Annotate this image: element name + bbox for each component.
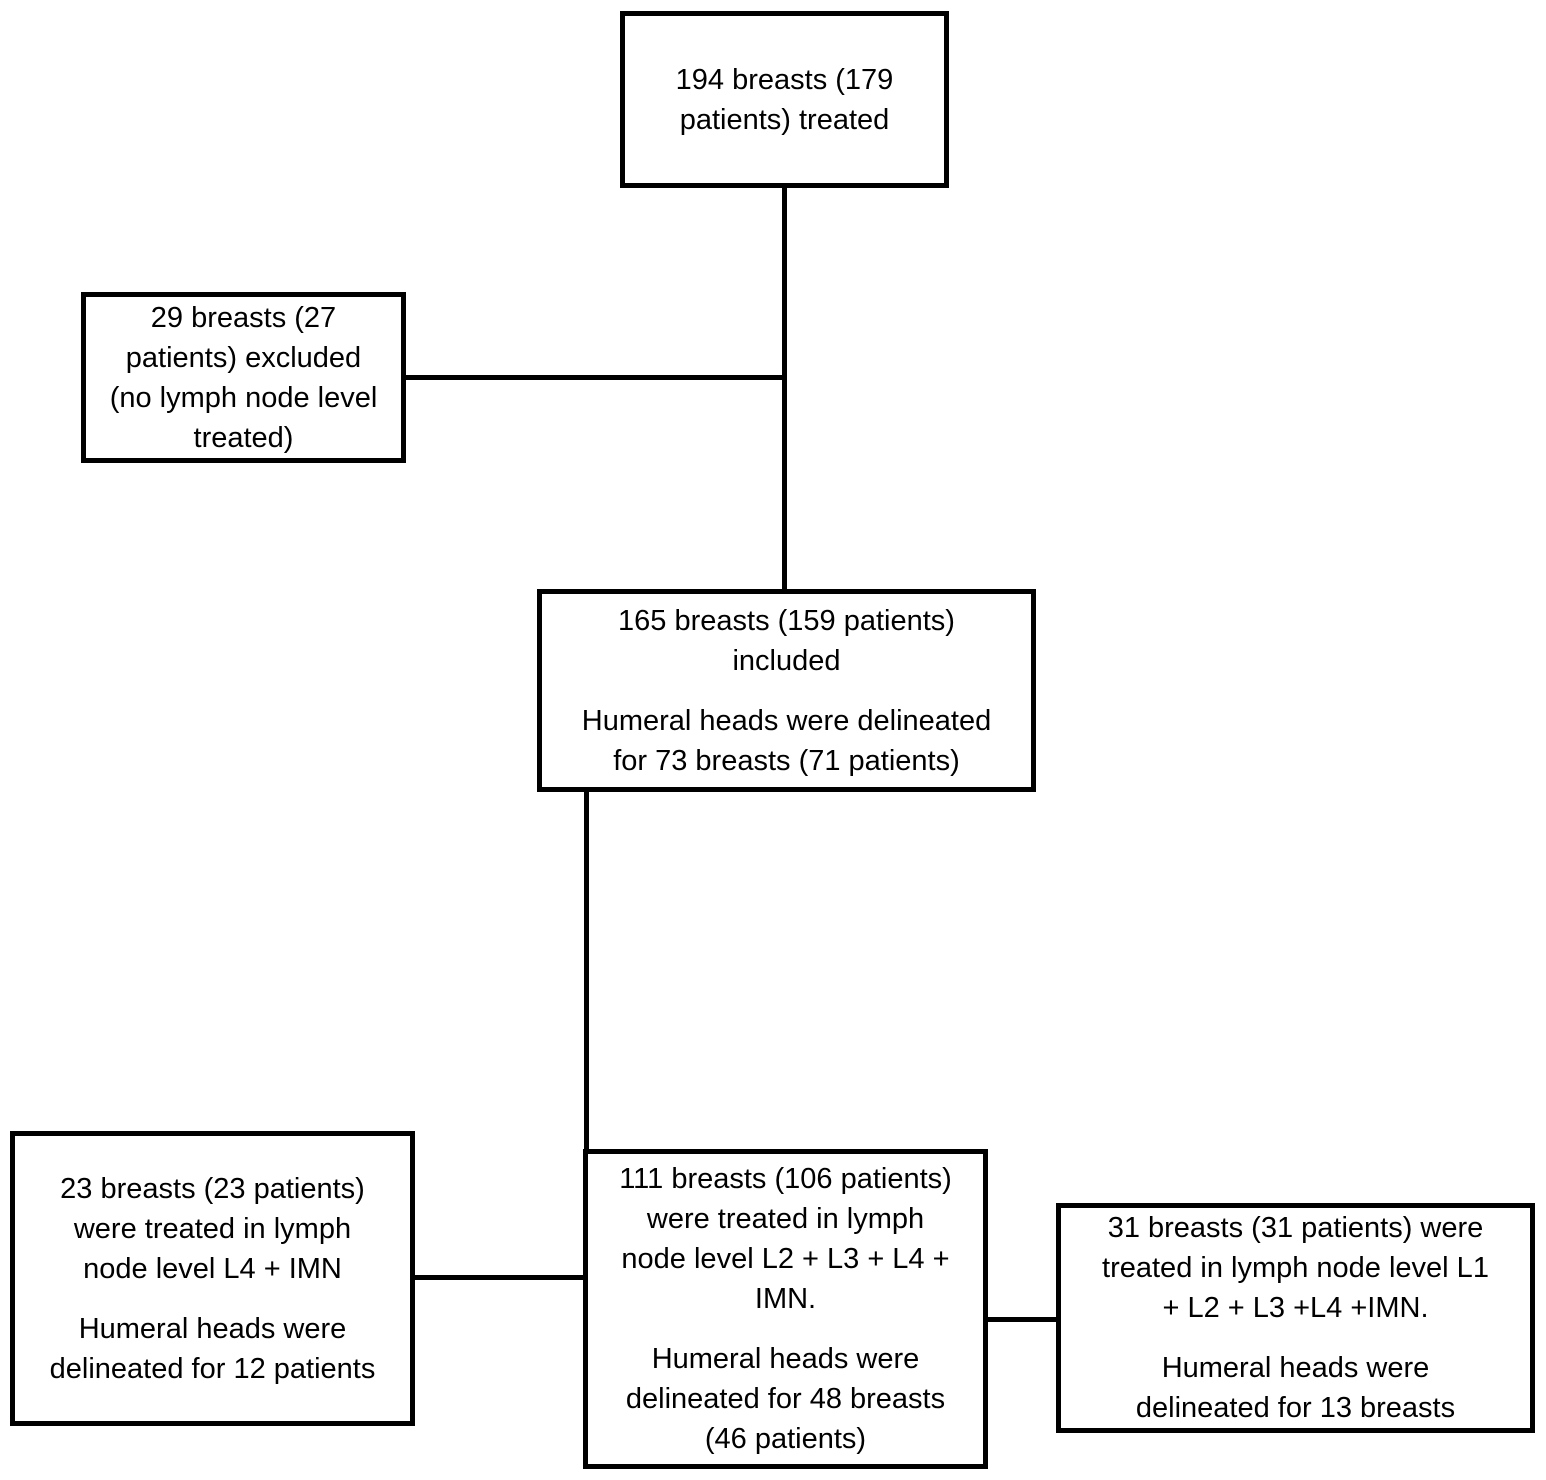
flow-box-excluded-text: 29 breasts (27 patients) excluded (no ly… [109, 301, 378, 454]
flow-box-included: 165 breasts (159 patients) included Hume… [537, 589, 1036, 792]
connector-excluded-branch [406, 375, 787, 380]
flow-box-l4-imn-humeral-text: Humeral heads were delineated for 12 pat… [49, 1312, 376, 1385]
flow-box-l2-l3-l4-imn-text: 111 breasts (106 patients) were treated … [619, 1163, 952, 1315]
connector-treated-to-included [782, 188, 787, 589]
flow-box-l2-l3-l4-imn: 111 breasts (106 patients) were treated … [583, 1149, 988, 1469]
flow-box-l1-l2-l3-l4-imn: 31 breasts (31 patients) were treated in… [1056, 1203, 1535, 1433]
connector-l4imn-branch [415, 1275, 585, 1280]
flow-box-treated: 194 breasts (179 patients) treated [620, 11, 949, 188]
flow-box-included-humeral-text: Humeral heads were delineated for 73 bre… [581, 704, 992, 777]
flow-box-l1-l2-l3-l4-imn-humeral-text: Humeral heads were delineated for 13 bre… [1135, 1352, 1456, 1424]
flow-box-excluded: 29 breasts (27 patients) excluded (no ly… [81, 292, 406, 463]
connector-included-to-l2l3l4 [584, 792, 589, 1149]
flow-box-l4-imn: 23 breasts (23 patients) were treated in… [10, 1131, 415, 1426]
connector-l1l2l3l4-branch [988, 1317, 1056, 1322]
flow-box-l4-imn-text: 23 breasts (23 patients) were treated in… [60, 1172, 365, 1285]
flow-box-l1-l2-l3-l4-imn-text: 31 breasts (31 patients) were treated in… [1102, 1212, 1489, 1324]
flow-box-l2-l3-l4-imn-humeral-text: Humeral heads were delineated for 48 bre… [625, 1343, 946, 1455]
flow-box-treated-text: 194 breasts (179 patients) treated [675, 63, 894, 136]
flow-box-included-text: 165 breasts (159 patients) included [618, 604, 955, 677]
